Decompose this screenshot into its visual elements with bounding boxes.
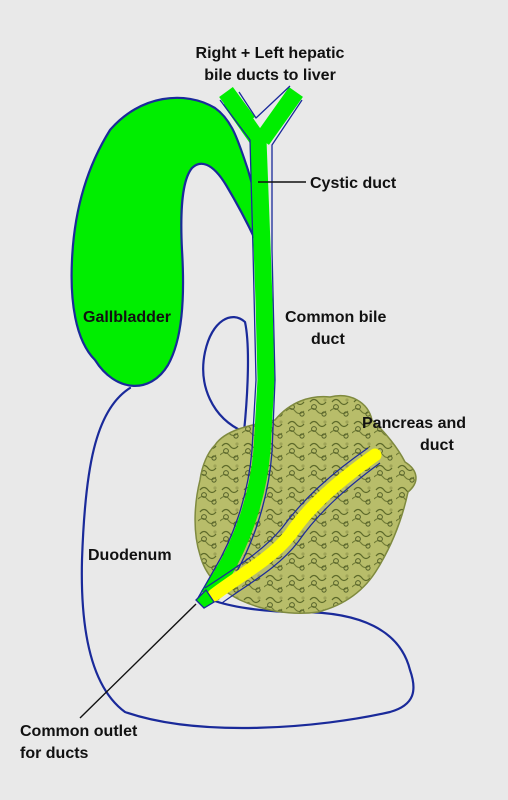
common-outlet-leader [79,603,197,719]
gallbladder-label: Gallbladder [83,309,171,326]
common-bile-duct-label-line2: duct [311,331,345,348]
common-outlet [195,588,215,609]
pancreas [194,395,417,614]
hepatic-ducts-label-line2: bile ducts to liver [204,67,336,84]
common-outlet-label-line1: Common outlet [20,723,138,740]
left-hepatic-duct [255,87,303,145]
common-outlet-label-line2: for ducts [20,745,89,762]
duodenal-bulb-outline [202,316,250,434]
pancreas-label-line2: duct [420,437,454,454]
common-bile-duct [200,95,275,601]
duodenum-outline [80,386,415,730]
pancreatic-duct-outline [204,447,381,604]
hepatic-ducts-label-line1: Right + Left hepatic [196,45,345,62]
common-bile-duct-label-line1: Common bile [285,309,386,326]
duodenum-label: Duodenum [88,547,172,564]
gallbladder [70,96,270,387]
pancreas-label-line1: Pancreas and [362,415,466,432]
cystic-duct-label: Cystic duct [310,175,397,192]
pancreatic-duct [207,448,382,602]
right-hepatic-duct [219,86,255,128]
